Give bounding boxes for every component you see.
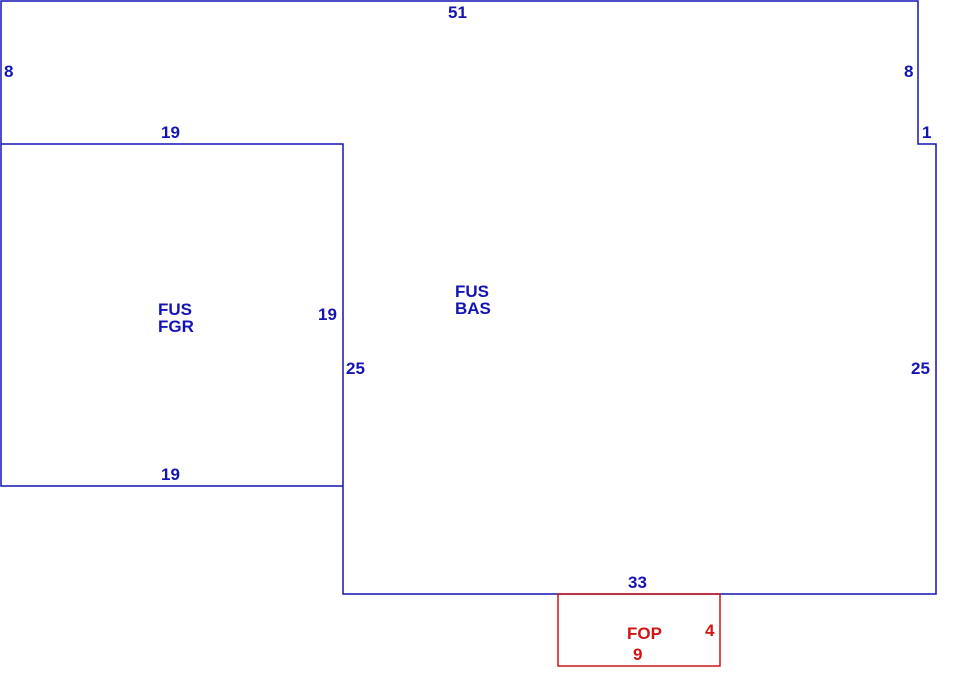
dim-garage-top: 19 [161,123,180,142]
area-label-main: FUS BAS [455,283,491,317]
garage-outline [0,144,343,487]
area-label-main-line2: BAS [455,299,491,318]
dim-main-right: 25 [911,359,930,378]
dim-porch-right: 4 [705,621,715,640]
area-label-porch-text: FOP [627,624,662,643]
dim-main-bottom: 33 [628,573,647,592]
dim-garage-right: 19 [318,305,337,324]
dim-porch-bottom: 9 [633,645,643,664]
area-label-main-line1: FUS [455,282,489,301]
area-label-garage-line1: FUS [158,300,192,319]
dim-left-upper: 8 [4,62,14,81]
porch-outline [557,593,721,667]
area-label-porch: FOP [627,625,662,642]
dim-main-left: 25 [346,359,365,378]
dim-jog: 1 [922,123,932,142]
dim-right-upper: 8 [904,62,914,81]
area-label-garage: FUS FGR [158,301,194,335]
main-outline [0,0,937,595]
area-label-garage-line2: FGR [158,317,194,336]
dim-top: 51 [448,3,467,22]
dim-garage-bottom: 19 [161,465,180,484]
